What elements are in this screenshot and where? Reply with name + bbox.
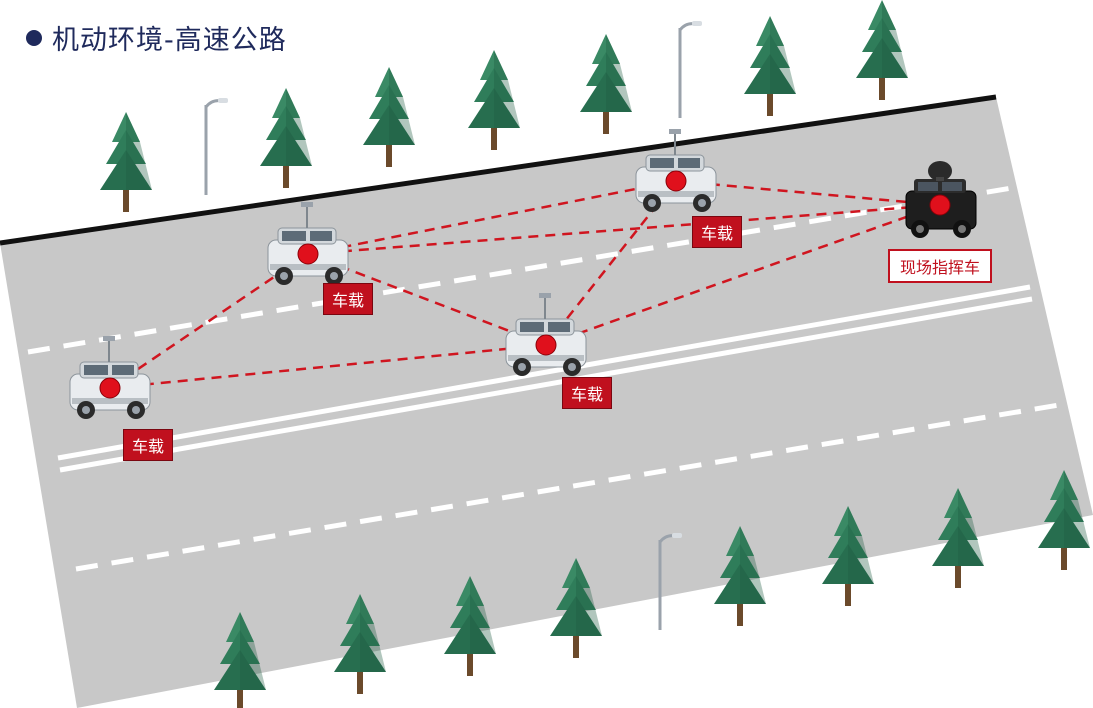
tree-icon	[580, 34, 632, 134]
bullet-dot-icon	[26, 29, 42, 46]
node-label-v1: 车载	[123, 429, 174, 461]
node-marker-v4	[665, 170, 687, 192]
lane-dash-1	[27, 185, 1013, 355]
lane-solid-2	[59, 296, 1033, 473]
tree-icon	[363, 67, 415, 167]
tree-icon	[468, 50, 520, 150]
tree-icon	[856, 0, 908, 100]
link-v2-v4	[307, 179, 677, 256]
link-v2-cmd	[307, 203, 941, 256]
tree-icon	[100, 112, 152, 212]
street-lamp-icon	[677, 19, 704, 120]
node-label-v2: 车载	[323, 283, 374, 315]
street-lamp-icon	[203, 96, 230, 197]
network-nodes	[69, 128, 977, 420]
node-label-v3: 车载	[562, 377, 613, 409]
node-marker-v2	[297, 243, 319, 265]
page-title: 机动环境-高速公路	[26, 18, 287, 57]
link-v1-v3	[109, 343, 547, 390]
node-marker-cmd	[929, 194, 951, 216]
road-edge-top	[0, 94, 997, 246]
tree-icon	[744, 16, 796, 116]
tree-icon	[260, 88, 312, 188]
node-marker-v3	[535, 334, 557, 356]
node-label-v4: 车载	[692, 216, 743, 248]
lane-dash-2	[75, 401, 1066, 572]
node-label-cmd: 现场指挥车	[888, 249, 993, 283]
page-title-text: 机动环境-高速公路	[52, 25, 287, 56]
network-links	[109, 179, 941, 390]
node-marker-v1	[99, 377, 121, 399]
lane-solid-1	[57, 284, 1031, 461]
link-v1-v2	[109, 252, 309, 390]
link-v3-cmd	[545, 203, 941, 347]
